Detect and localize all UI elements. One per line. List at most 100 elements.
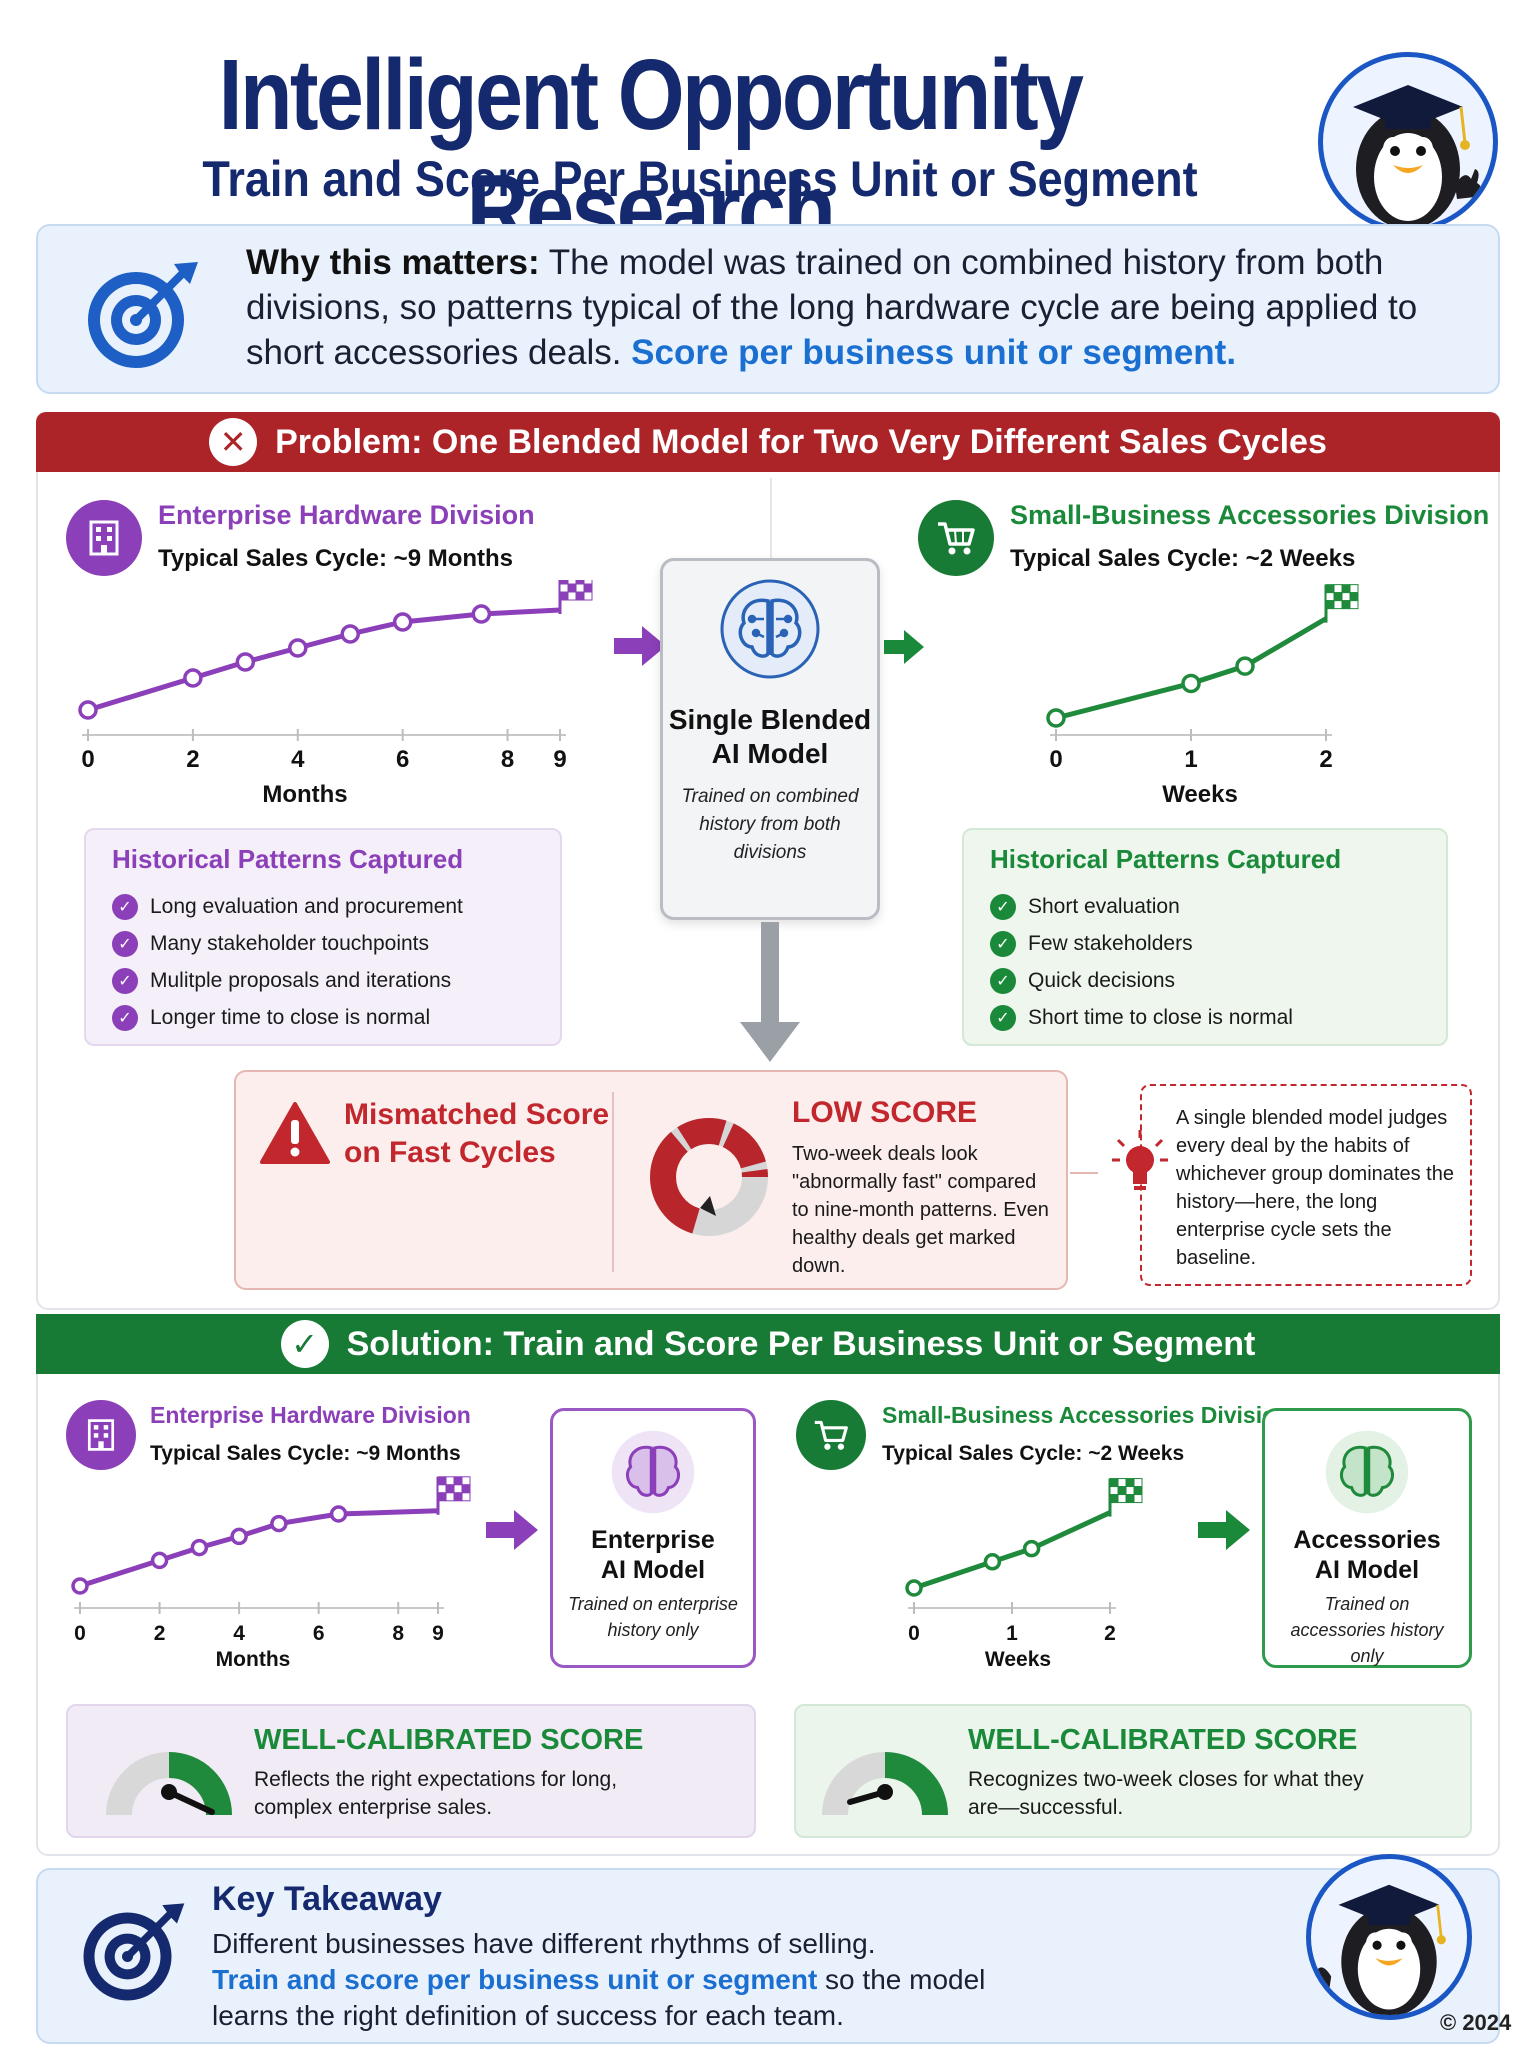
- x-tick-label: 8: [392, 1622, 404, 1645]
- data-point: [471, 604, 492, 624]
- flag-square: [1109, 1494, 1119, 1504]
- patterns-title: Historical Patterns Captured: [112, 844, 464, 874]
- data-point: [905, 1579, 923, 1597]
- data-point: [183, 668, 203, 688]
- data-point: [71, 1577, 89, 1595]
- x-tick-label: 2: [154, 1622, 166, 1645]
- accessories-model-sub: Trained on accessories history only: [1290, 1594, 1444, 1666]
- list-item: ✓Long evaluation and procurement: [112, 888, 463, 925]
- low-score-desc: Two-week deals look "abnormally fast" co…: [792, 1143, 1049, 1277]
- key-takeaway-line-1: Different businesses have different rhyt…: [212, 1928, 876, 1959]
- series-line: [1055, 616, 1328, 721]
- arrow-right-icon: [1198, 1510, 1250, 1555]
- series-line: [79, 1508, 439, 1589]
- flag-square: [445, 1484, 455, 1494]
- key-takeaway-line-2-rest: so the model: [817, 1964, 986, 1995]
- flag-square: [1333, 600, 1343, 610]
- low-score-gauge-icon: [644, 1112, 774, 1247]
- list-item: ✓Many stakeholder touchpoints: [112, 925, 463, 962]
- flag-square: [1333, 592, 1343, 602]
- patterns-title: Historical Patterns Captured: [990, 844, 1342, 874]
- flag-square: [1125, 1478, 1135, 1488]
- x-tick-label: 4: [291, 746, 305, 773]
- flag-square: [453, 1484, 463, 1494]
- arrow-right-icon: [486, 1510, 538, 1555]
- check-circle-icon: ✓: [112, 1004, 138, 1031]
- x-tick-label: 8: [501, 746, 514, 773]
- penguin-mascot-icon: [1306, 1854, 1472, 2020]
- enterprise-score-title: WELL-CALIBRATED SCORE: [254, 1724, 644, 1756]
- lightbulb-icon: [1112, 1128, 1168, 1203]
- good-score-gauge-icon: [820, 1730, 950, 1835]
- series-line: [87, 607, 561, 713]
- penguin-mascot-icon: [1318, 52, 1498, 232]
- enterprise-score-desc: Reflects the right expectations for long…: [254, 1768, 618, 1819]
- flag-square: [559, 591, 569, 601]
- accessories-score-desc: Recognizes two-week closes for what they…: [968, 1768, 1364, 1819]
- problem-enterprise-cycle: Typical Sales Cycle: ~9 Months: [158, 545, 514, 572]
- x-tick-label: 4: [233, 1622, 245, 1645]
- why-highlight: Score per business unit or segment.: [631, 333, 1237, 372]
- divider: [612, 1092, 614, 1272]
- check-circle-icon: ✓: [280, 1320, 329, 1368]
- flag-square: [445, 1492, 455, 1502]
- solution-banner: ✓ Solution: Train and Score Per Business…: [36, 1314, 1500, 1374]
- flag-square: [1109, 1486, 1119, 1496]
- flag-square: [567, 583, 577, 593]
- finish-flag-icon: [436, 1476, 471, 1515]
- blended-model-name-2: AI Model: [711, 738, 829, 769]
- problem-banner-label: Problem: One Blended Model for Two Very …: [275, 422, 1327, 461]
- check-circle-icon: ✓: [112, 893, 138, 920]
- mismatch-panel: Mismatched Score on Fast Cycles LOW SCOR…: [234, 1070, 1068, 1290]
- accessories-model-name-1: Accessories: [1293, 1526, 1441, 1554]
- flag-square: [583, 583, 593, 593]
- flag-square: [559, 580, 569, 585]
- check-circle-icon: ✓: [990, 930, 1016, 957]
- x-tick-label: 0: [74, 1622, 86, 1645]
- flag-square: [445, 1476, 455, 1486]
- flag-square: [1341, 584, 1351, 594]
- solution-accessories-title: Small-Business Accessories Division: [882, 1402, 1291, 1428]
- key-takeaway-line-2: Train and score per business unit or seg…: [212, 1964, 985, 1996]
- why-this-matters-panel: Why this matters: The model was trained …: [36, 224, 1500, 394]
- data-point: [1235, 656, 1255, 676]
- cart-icon: [796, 1400, 866, 1470]
- connector-arrow: [1070, 1172, 1098, 1174]
- problem-divider: [770, 478, 772, 558]
- list-item: ✓Quick decisions: [990, 962, 1293, 999]
- x-tick-label: 6: [313, 1622, 325, 1645]
- cart-icon: [918, 500, 994, 576]
- building-icon: [66, 1400, 136, 1470]
- data-point: [235, 652, 256, 672]
- why-this-matters-text: Why this matters: The model was trained …: [246, 240, 1466, 375]
- key-takeaway-title: Key Takeaway: [212, 1880, 442, 1918]
- flag-square: [583, 591, 593, 601]
- x-tick-label: 0: [908, 1622, 920, 1645]
- flag-square: [1133, 1486, 1143, 1496]
- check-circle-icon: ✓: [112, 967, 138, 994]
- blended-model-sub: Trained on combined history from both di…: [681, 786, 859, 863]
- flag-square: [1341, 592, 1351, 602]
- page-title: Intelligent Opportunity Research: [218, 39, 1084, 266]
- problem-accessories-cycle: Typical Sales Cycle: ~2 Weeks: [1010, 545, 1356, 572]
- flag-square: [1133, 1494, 1143, 1504]
- list-item: ✓Short time to close is normal: [990, 999, 1293, 1036]
- problem-banner: ✕ Problem: One Blended Model for Two Ver…: [36, 412, 1500, 472]
- data-point: [1022, 1539, 1041, 1558]
- blended-model-card: Single Blended AI Model Trained on combi…: [660, 558, 880, 920]
- flag-square: [461, 1484, 471, 1494]
- list-item: ✓Few stakeholders: [990, 925, 1293, 962]
- data-point: [340, 624, 360, 644]
- flag-square: [575, 591, 585, 601]
- good-score-gauge-icon: [104, 1730, 234, 1835]
- x-tick-label: 1: [1006, 1622, 1018, 1645]
- arrow-down-icon: [740, 922, 800, 1067]
- solution-accessories-cycle: Typical Sales Cycle: ~2 Weeks: [882, 1442, 1185, 1465]
- x-circle-icon: ✕: [209, 418, 258, 466]
- flag-square: [559, 583, 569, 593]
- accessories-model-card: Accessories AI Model Trained on accessor…: [1262, 1408, 1472, 1668]
- x-tick-label: 2: [1319, 746, 1332, 773]
- enterprise-model-name-2: AI Model: [600, 1556, 706, 1584]
- building-icon: [66, 500, 142, 576]
